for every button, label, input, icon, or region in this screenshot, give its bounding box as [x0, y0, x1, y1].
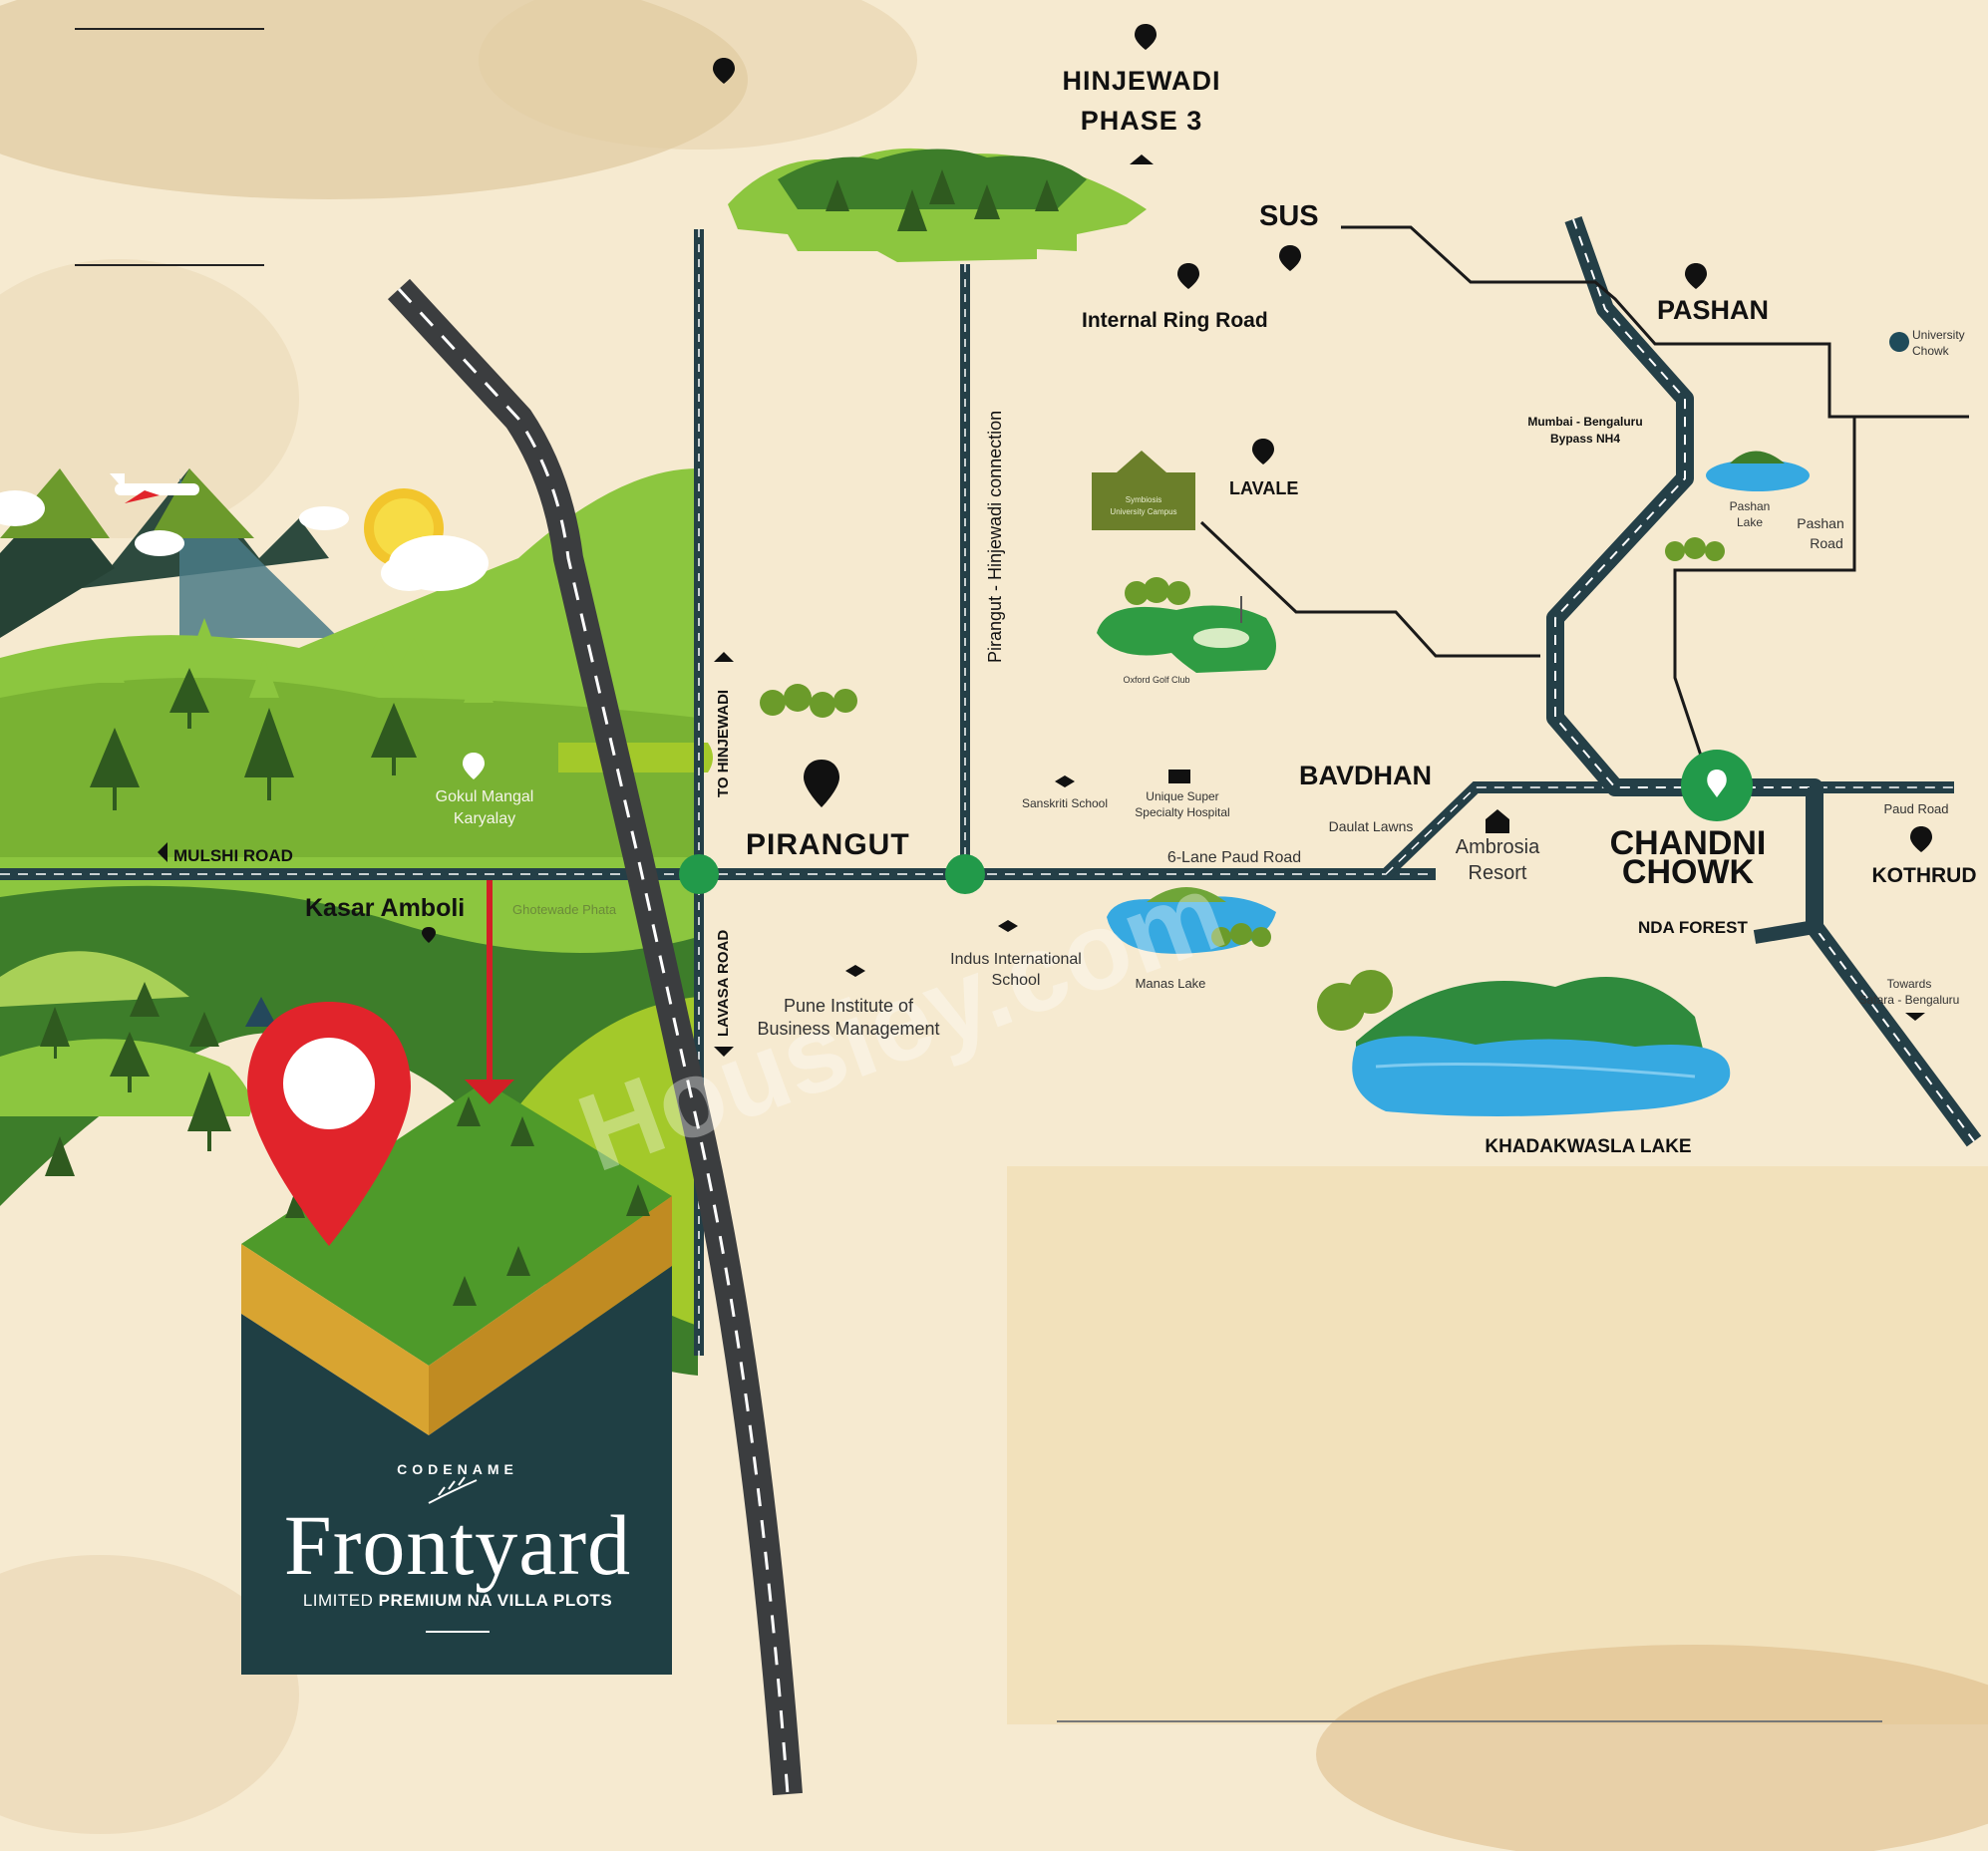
school-icons [845, 775, 1075, 977]
connector-roads [1199, 225, 1969, 769]
ghotewade-label: Ghotewade Phata [512, 902, 617, 917]
khadakwasla-label: KHADAKWASLA LAKE [1485, 1136, 1691, 1157]
lavasa-road-label: LAVASA ROAD [715, 930, 732, 1037]
paud-road-label: Paud Road [1883, 801, 1948, 816]
location-marker-icon [247, 1002, 411, 1246]
light-pine-trees [95, 618, 494, 703]
internal-ring-road-label: Internal Ring Road [1082, 309, 1268, 332]
pashan-lake-icon [1706, 451, 1810, 491]
chowk-label: CHOWK [1622, 853, 1755, 891]
bypass-nh4 [1546, 215, 1982, 1147]
direction-arrows [158, 154, 1925, 1057]
ambrosia-label-1: Ambrosia [1456, 836, 1540, 858]
brand-rule [426, 1631, 490, 1633]
tree-clusters [760, 537, 1725, 1031]
hospital-icon [1168, 770, 1190, 783]
pune-label-2: Business Management [757, 1019, 939, 1039]
hinjewadi-phase-label: PHASE 3 [1081, 106, 1203, 136]
road-junction-dots [679, 854, 985, 894]
pashan-road-label-2: Road [1810, 535, 1842, 551]
frontyard-logo: Frontyard [283, 1497, 632, 1593]
unique-label-2: Specialty Hospital [1135, 805, 1229, 819]
resort-icon [1486, 809, 1509, 833]
airplane-icon [110, 473, 199, 503]
map-pin-icons [422, 24, 1932, 943]
lavale-label: LAVALE [1229, 478, 1298, 498]
hinjewadi-label: HINJEWADI [1062, 66, 1220, 96]
khadakwasla-lake-icon [1352, 977, 1731, 1116]
expressway [387, 278, 803, 1796]
tagline-bold: PREMIUM NA VILLA PLOTS [378, 1591, 613, 1610]
symbiosis-campus-icon [1092, 451, 1195, 530]
oxford-label: Oxford Golf Club [1123, 675, 1189, 685]
pirangut-hinjewadi-label: Pirangut - Hinjewadi connection [985, 411, 1005, 663]
project-plot[interactable] [241, 1081, 672, 1675]
lavasa-hinjewadi-road [694, 229, 704, 1356]
bavdhan-label: BAVDHAN [1299, 761, 1432, 790]
pashan-lake-label-2: Lake [1737, 515, 1763, 529]
university-label-1: University [1912, 328, 1965, 342]
mumbai-bypass-label-1: Mumbai - Bengaluru [1527, 415, 1642, 429]
symbiosis-label-2: University Campus [1110, 507, 1176, 516]
kasar-amboli-label: Kasar Amboli [305, 894, 465, 922]
pine-trees [40, 668, 417, 1176]
plot-trees [285, 1096, 650, 1306]
pashan-lake-label-1: Pashan [1730, 499, 1771, 513]
brand-panel: CODENAME Frontyard LIMITED PREMIUM NA VI… [243, 1306, 672, 1675]
gokul-label-1: Gokul Mangal [436, 788, 534, 805]
pune-label-1: Pune Institute of [784, 996, 914, 1016]
tagline-light: LIMITED [302, 1591, 374, 1610]
sanskriti-label: Sanskriti School [1022, 796, 1108, 810]
tagline: LIMITED PREMIUM NA VILLA PLOTS [243, 1591, 672, 1611]
six-lane-label: 6-Lane Paud Road [1167, 849, 1301, 866]
hinjewadi-hills [728, 148, 1147, 262]
cloud-icons [0, 490, 489, 591]
golf-course-icon [1097, 596, 1276, 673]
gokul-pin-icon [463, 753, 485, 779]
daulat-label: Daulat Lawns [1329, 818, 1414, 834]
pirangut-hinjewadi-road [960, 264, 970, 872]
mulshi-road-label: MULSHI ROAD [173, 846, 293, 865]
manas-label: Manas Lake [1136, 976, 1206, 991]
symbiosis-label-1: Symbiosis [1126, 495, 1161, 504]
hinjewadi-trees [826, 169, 1059, 231]
mumbai-bypass-label-2: Bypass NH4 [1550, 432, 1620, 446]
unique-label-1: Unique Super [1146, 789, 1218, 803]
codename-label: CODENAME [397, 1461, 518, 1477]
towards-label-1: Towards [1887, 977, 1932, 991]
indus-label-1: Indus International [950, 951, 1082, 968]
pashan-label: PASHAN [1657, 295, 1769, 325]
red-arrow [465, 880, 514, 1104]
gokul-label-2: Karyalay [454, 810, 515, 827]
map-labels: HINJEWADI PHASE 3 SUS PASHAN Internal Ri… [173, 66, 1977, 1157]
university-chowk-dot [1889, 332, 1909, 352]
sus-label: SUS [1259, 200, 1319, 232]
wheat-icon [428, 1476, 478, 1504]
pirangut-label: PIRANGUT [746, 828, 910, 861]
kothrud-label: KOTHRUD [1872, 864, 1977, 887]
pashan-road-label-1: Pashan [1797, 515, 1843, 531]
chandni-label: CHANDNI [1610, 824, 1767, 862]
chandni-chowk-junction[interactable] [1681, 750, 1753, 821]
towards-label-2: Satara - Bengaluru [1859, 993, 1960, 1007]
university-label-2: Chowk [1912, 344, 1950, 358]
indus-label-2: School [992, 972, 1041, 989]
nda-forest-label: NDA FOREST [1638, 918, 1748, 937]
ambrosia-label-2: Resort [1469, 862, 1527, 884]
to-hinjewadi-label: TO HINJEWADI [715, 690, 732, 797]
